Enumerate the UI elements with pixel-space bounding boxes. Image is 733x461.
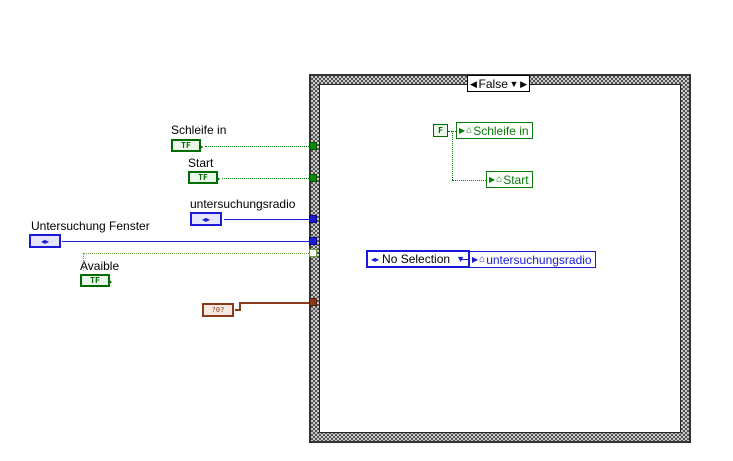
case-dropdown-icon[interactable]: ▼	[509, 78, 519, 89]
case-prev-arrow-icon[interactable]: ◀	[470, 78, 477, 89]
start-wire	[222, 178, 311, 179]
case-next-arrow-icon[interactable]: ▶	[520, 78, 527, 89]
refnum-wire-a	[235, 309, 241, 311]
write-arrow-icon: ▶	[489, 175, 496, 184]
local-variable-label: Start	[503, 172, 529, 187]
avaible-label: Avaible	[80, 259, 120, 273]
false-wire-c	[452, 180, 486, 181]
untersuchungsradio-label: untersuchungsradio	[190, 197, 296, 211]
refnum-tunnel[interactable]	[309, 298, 317, 306]
untersuchung-fenster-wire	[62, 241, 311, 242]
refnum-terminal[interactable]: ?0?	[202, 303, 234, 317]
refnum-wire-c	[239, 302, 311, 304]
false-wire-b	[452, 131, 453, 180]
start-tunnel[interactable]	[309, 174, 317, 182]
local-variable-untersuchungsradio[interactable]: ▶ ⌂ untersuchungsradio	[469, 251, 596, 268]
untersuchungsradio-tunnel[interactable]	[309, 215, 317, 223]
house-icon: ⌂	[479, 254, 486, 265]
enum-wire	[460, 259, 469, 260]
schleife-in-tunnel[interactable]	[309, 142, 317, 150]
local-variable-start[interactable]: ▶ ⌂ Start	[486, 171, 533, 188]
untersuchungsradio-terminal[interactable]: ◂▸	[190, 212, 222, 226]
untersuchung-fenster-tunnel[interactable]	[309, 237, 317, 245]
start-label: Start	[188, 156, 214, 170]
refnum-wire-b	[239, 302, 241, 311]
local-variable-schleife-in[interactable]: ▶ ⌂ Schleife in	[456, 122, 533, 139]
write-arrow-icon: ▶	[472, 255, 479, 264]
case-selector[interactable]: ◀ False ▼ ▶	[467, 75, 530, 92]
avaible-wire	[83, 253, 311, 254]
avaible-wire-vertical	[83, 253, 84, 271]
schleife-in-wire	[205, 146, 311, 147]
avaible-tunnel[interactable]	[309, 249, 317, 257]
enum-constant-value: No Selection	[382, 252, 451, 266]
untersuchung-fenster-label: Untersuchung Fenster	[31, 219, 150, 233]
schleife-in-terminal[interactable]: TF	[171, 139, 203, 152]
house-icon: ⌂	[466, 125, 473, 136]
start-terminal[interactable]: TF	[188, 171, 220, 184]
write-arrow-icon: ▶	[459, 126, 466, 135]
house-icon: ⌂	[496, 174, 503, 185]
local-variable-label: untersuchungsradio	[486, 252, 592, 267]
schleife-in-label: Schleife in	[171, 123, 227, 137]
enum-increment-icon: ◂▸	[371, 254, 380, 264]
enum-constant[interactable]: ◂▸ No Selection ▼	[366, 250, 470, 268]
untersuchung-fenster-terminal[interactable]: ◂▸	[29, 234, 61, 248]
untersuchungsradio-wire	[224, 219, 311, 220]
false-constant[interactable]: F	[433, 124, 448, 137]
case-selector-value: False	[478, 76, 508, 91]
avaible-terminal[interactable]: TF	[80, 274, 112, 287]
local-variable-label: Schleife in	[473, 123, 529, 138]
